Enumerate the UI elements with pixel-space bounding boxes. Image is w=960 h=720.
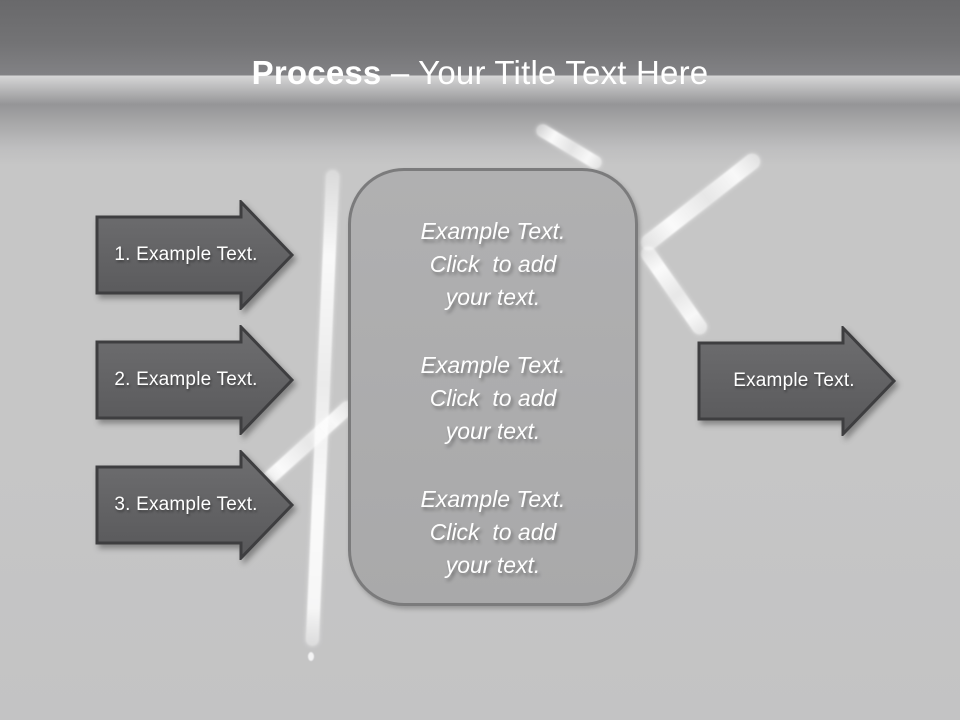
right-arrow-icon: [95, 325, 295, 435]
right-arrow-icon: [95, 450, 295, 560]
example-text-block-3: Example Text. Click to add your text.: [420, 486, 566, 578]
process-arrow-3-label: 3. Example Text.: [114, 494, 258, 515]
chalk-stroke-right-upper-arm: [637, 150, 764, 254]
process-arrow-1-label: 1. Example Text.: [114, 244, 258, 265]
chalk-stroke-top-diagonal: [533, 121, 605, 172]
chalk-stroke-right-lower-arm: [638, 243, 710, 338]
process-summary-text: Example Text. Click to add your text. Ex…: [351, 171, 635, 582]
output-arrow: Example Text.: [697, 326, 897, 436]
process-arrow-2: 2. Example Text.: [95, 325, 295, 435]
process-summary-box: Example Text. Click to add your text. Ex…: [348, 168, 638, 606]
output-arrow-label: Example Text.: [733, 370, 855, 391]
slide-title: Process – Your Title Text Here: [0, 54, 960, 92]
slide-title-bold: Process: [251, 54, 382, 91]
slide-title-rest: – Your Title Text Here: [381, 54, 709, 91]
example-text-block-2: Example Text. Click to add your text.: [420, 352, 566, 444]
right-arrow-icon: [95, 200, 295, 310]
chalk-stroke-vertical: [305, 169, 340, 647]
process-arrow-1: 1. Example Text.: [95, 200, 295, 310]
process-arrow-3: 3. Example Text.: [95, 450, 295, 560]
chalk-speck: [308, 652, 314, 661]
process-arrow-2-label: 2. Example Text.: [114, 369, 258, 390]
right-arrow-icon: [697, 326, 897, 436]
example-text-block-1: Example Text. Click to add your text.: [420, 218, 566, 310]
